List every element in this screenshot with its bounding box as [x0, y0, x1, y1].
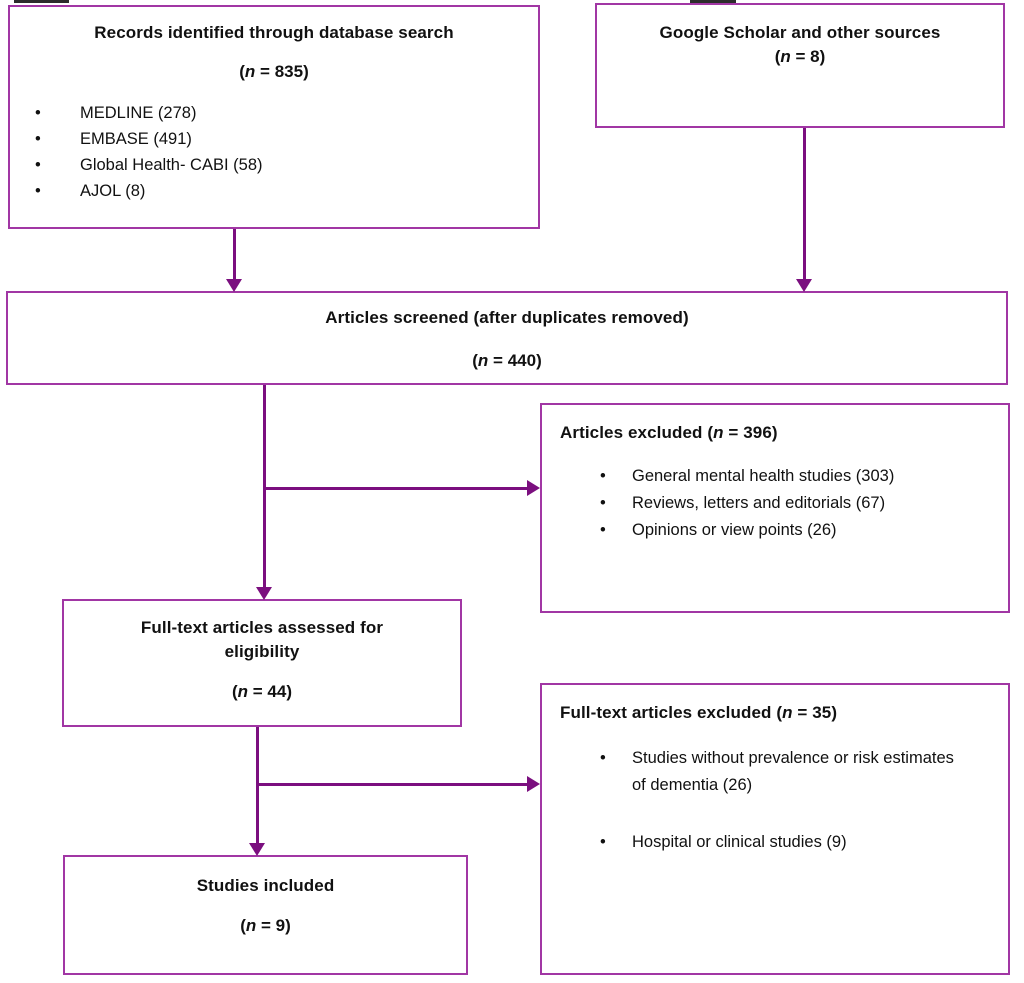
list-item: • Global Health- CABI (58)	[35, 152, 538, 178]
google-scholar-count: (n = 8)	[597, 46, 1003, 68]
list-item-text: Hospital or clinical studies (9)	[632, 833, 847, 851]
n-symbol: n	[713, 423, 724, 442]
list-item-text: AJOL (8)	[80, 182, 146, 200]
list-item-text: Reviews, letters and editorials (67)	[632, 494, 886, 512]
studies-included-count: (n = 9)	[65, 915, 466, 937]
bullet-icon: •	[600, 467, 606, 485]
list-item-text: MEDLINE (278)	[80, 104, 197, 122]
list-item-text: EMBASE (491)	[80, 130, 192, 148]
close-paren: )	[286, 682, 293, 701]
list-item-text: Opinions or view points (26)	[632, 521, 837, 539]
n-value: 440	[507, 351, 537, 370]
open-paren: (	[231, 682, 238, 701]
n-value: 396	[743, 423, 772, 442]
list-item: • Hospital or clinical studies (9)	[600, 829, 1000, 856]
open-paren: (	[707, 423, 714, 442]
records-identified-count: (n = 835)	[10, 61, 538, 83]
list-item: • AJOL (8)	[35, 178, 538, 204]
arrow-fulltext-to-excluded-line	[257, 783, 528, 786]
google-scholar-box: Google Scholar and other sources (n = 8)	[595, 3, 1005, 128]
title-text: Full-text articles excluded	[560, 703, 777, 722]
fulltext-assessed-count: (n = 44)	[106, 681, 418, 703]
records-identified-title: Records identified through database sear…	[94, 23, 454, 42]
equals-sign: =	[790, 47, 811, 66]
n-value: 35	[812, 703, 832, 722]
close-paren: )	[303, 62, 309, 81]
arrow-google-to-screened-head	[796, 279, 812, 292]
equals-sign: =	[256, 916, 276, 935]
n-symbol: n	[477, 351, 489, 370]
equals-sign: =	[255, 62, 275, 81]
fulltext-excluded-list: • Studies without prevalence or risk esti…	[560, 745, 1000, 856]
n-value: 9	[275, 916, 286, 935]
equals-sign: =	[248, 682, 268, 701]
n-value: 8	[810, 47, 820, 66]
n-symbol: n	[780, 47, 791, 66]
fulltext-assessed-title: Full-text articles assessed for eligibil…	[140, 618, 384, 661]
arrow-fulltext-to-excluded-head	[527, 776, 540, 792]
bullet-icon: •	[600, 494, 606, 512]
close-paren: )	[771, 423, 778, 442]
list-item: • Opinions or view points (26)	[600, 517, 1000, 544]
close-paren: )	[285, 916, 291, 935]
n-symbol: n	[244, 62, 256, 81]
fulltext-assessed-box: Full-text articles assessed for eligibil…	[62, 599, 462, 727]
arrow-screened-to-fulltext-line	[263, 385, 266, 587]
bullet-icon: •	[35, 182, 41, 200]
equals-sign: =	[488, 351, 508, 370]
bullet-icon: •	[35, 156, 41, 174]
fulltext-excluded-title: Full-text articles excluded (n = 35)	[560, 701, 1000, 725]
close-paren: )	[831, 703, 838, 722]
records-identified-box: Records identified through database sear…	[8, 5, 540, 229]
n-symbol: n	[782, 703, 793, 722]
arrow-screened-to-fulltext-head	[256, 587, 272, 600]
open-paren: (	[240, 916, 246, 935]
bullet-icon: •	[35, 130, 41, 148]
equals-sign: =	[723, 423, 744, 442]
open-paren: (	[776, 703, 783, 722]
articles-excluded-list: • General mental health studies (303) • Re…	[560, 463, 1000, 544]
list-item-text: General mental health studies (303)	[632, 467, 895, 485]
articles-screened-box: Articles screened (after duplicates remo…	[6, 291, 1008, 385]
fulltext-excluded-box: Full-text articles excluded (n = 35) • St…	[540, 683, 1010, 975]
articles-excluded-title: Articles excluded (n = 396)	[560, 421, 1000, 445]
n-symbol: n	[245, 916, 257, 935]
google-scholar-title: Google Scholar and other sources	[659, 23, 941, 42]
arrow-fulltext-to-included-head	[249, 843, 265, 856]
title-text: Articles excluded	[560, 423, 708, 442]
arrow-screened-to-excluded-head	[527, 480, 540, 496]
bullet-icon: •	[600, 833, 606, 851]
list-item-text: Studies without prevalence or risk estim…	[632, 749, 954, 794]
list-item: • Studies without prevalence or risk esti…	[600, 745, 1000, 799]
bullet-icon: •	[600, 521, 606, 539]
articles-screened-title: Articles screened (after duplicates remo…	[325, 308, 689, 327]
open-paren: (	[774, 47, 781, 66]
list-item: • General mental health studies (303)	[600, 463, 1000, 490]
records-source-list: • MEDLINE (278) • EMBASE (491) • Global Hea…	[10, 100, 538, 204]
bullet-icon: •	[35, 104, 41, 122]
n-symbol: n	[237, 682, 249, 701]
articles-screened-count: (n = 440)	[8, 350, 1006, 372]
arrow-records-to-screened-line	[233, 229, 236, 279]
close-paren: )	[536, 351, 542, 370]
arrow-google-to-screened-line	[803, 128, 806, 279]
bullet-icon: •	[600, 749, 606, 767]
equals-sign: =	[792, 703, 813, 722]
open-paren: (	[239, 62, 245, 81]
arrow-screened-to-excluded-line	[264, 487, 528, 490]
close-paren: )	[819, 47, 826, 66]
crop-artifact	[14, 0, 69, 3]
list-item-text: Global Health- CABI (58)	[80, 156, 263, 174]
crop-artifact	[690, 0, 736, 3]
n-value: 835	[274, 62, 304, 81]
open-paren: (	[472, 351, 478, 370]
articles-excluded-box: Articles excluded (n = 396) • General men…	[540, 403, 1010, 613]
list-item: • EMBASE (491)	[35, 126, 538, 152]
arrow-records-to-screened-head	[226, 279, 242, 292]
studies-included-box: Studies included (n = 9)	[63, 855, 468, 975]
list-item: • Reviews, letters and editorials (67)	[600, 490, 1000, 517]
list-item: • MEDLINE (278)	[35, 100, 538, 126]
n-value: 44	[267, 682, 287, 701]
studies-included-title: Studies included	[196, 876, 335, 895]
